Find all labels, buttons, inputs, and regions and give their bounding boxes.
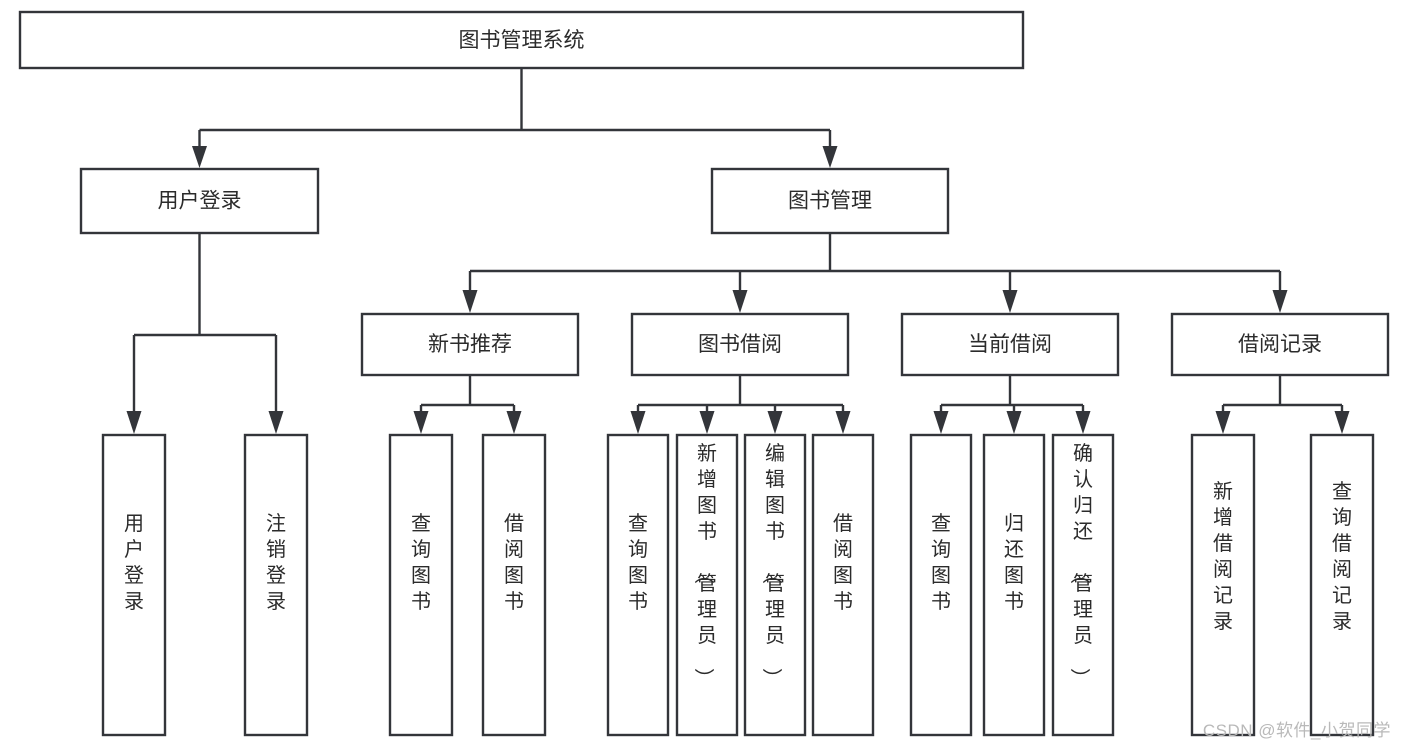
arrow-root-to-login <box>192 146 207 168</box>
leaf-add-book-admin-box[interactable] <box>675 433 739 737</box>
node-root[interactable]: 图书管理系统 <box>18 10 1025 70</box>
leaf-borrow-book-box[interactable] <box>811 433 875 737</box>
leaf-query-book-current[interactable]: 查询图书 <box>909 433 973 737</box>
node-new-book-recommend[interactable]: 新书推荐 <box>360 312 580 377</box>
arrow-newbook-to-l2 <box>506 411 522 434</box>
leaf-add-book-admin[interactable]: 新增图书（管理员） <box>675 433 739 737</box>
leaf-borrow-book-label: 借阅图书 <box>833 512 853 613</box>
leaf-user-login-box[interactable] <box>101 433 167 737</box>
arrow-records-to-l1 <box>1215 411 1231 434</box>
arrow-login-to-leaf1 <box>126 411 142 434</box>
leaf-return-book-label: 归还图书 <box>1004 512 1024 613</box>
leaf-user-login[interactable]: 用户登录 <box>101 433 167 737</box>
leaf-query-book-recommend-box[interactable] <box>388 433 454 737</box>
node-user-login[interactable]: 用户登录 <box>79 167 320 235</box>
leaf-borrow-book-recommend-label: 借阅图书 <box>504 512 524 613</box>
leaf-query-book-recommend[interactable]: 查询图书 <box>388 433 454 737</box>
node-book-borrow-box[interactable] <box>630 312 850 377</box>
node-current-borrow-label: 当前借阅 <box>968 333 1052 356</box>
leaf-add-book-admin-label: 新增图书（管理员） <box>692 442 717 688</box>
node-book-management-box[interactable] <box>710 167 950 235</box>
leaf-add-borrow-record[interactable]: 新增借阅记录 <box>1190 433 1256 737</box>
node-book-borrow-label: 图书借阅 <box>698 333 782 356</box>
leaf-add-borrow-record-box[interactable] <box>1190 433 1256 737</box>
leaf-logout-label: 注销登录 <box>266 512 286 613</box>
leaf-edit-book-admin-box[interactable] <box>743 433 807 737</box>
leaf-confirm-return-admin[interactable]: 确认归还（管理员） <box>1051 433 1115 737</box>
leaf-user-login-label: 用户登录 <box>124 513 144 613</box>
arrow-current-to-l3 <box>1075 411 1091 434</box>
node-user-login-box[interactable] <box>79 167 320 235</box>
leaf-confirm-return-admin-label: 确认归还（管理员） <box>1068 442 1093 688</box>
leaf-query-book-borrow-label: 查询图书 <box>628 512 648 613</box>
connector-group-records <box>1215 375 1350 434</box>
node-book-management-label: 图书管理 <box>788 190 872 213</box>
arrow-borrow-to-l2 <box>699 411 715 434</box>
connector-group-root <box>192 68 838 168</box>
arrow-bookmgmt-to-c3 <box>1002 290 1018 313</box>
node-current-borrow-box[interactable] <box>900 312 1120 377</box>
leaf-borrow-book-recommend[interactable]: 借阅图书 <box>481 433 547 737</box>
connector-group-bookmgmt <box>462 233 1288 313</box>
leaf-edit-book-admin-label: 编辑图书（管理员） <box>760 442 785 688</box>
node-new-book-recommend-label: 新书推荐 <box>428 333 512 356</box>
arrow-borrow-to-l3 <box>767 411 783 434</box>
leaf-borrow-book[interactable]: 借阅图书 <box>811 433 875 737</box>
node-book-borrow[interactable]: 图书借阅 <box>630 312 850 377</box>
arrow-login-to-leaf2 <box>268 411 284 434</box>
connector-group-borrow <box>630 375 851 434</box>
node-user-login-label: 用户登录 <box>158 190 242 213</box>
leaf-query-book-borrow-box[interactable] <box>606 433 670 737</box>
leaf-add-borrow-record-label: 新增借阅记录 <box>1213 480 1233 633</box>
node-new-book-recommend-box[interactable] <box>360 312 580 377</box>
node-current-borrow[interactable]: 当前借阅 <box>900 312 1120 377</box>
arrow-newbook-to-l1 <box>413 411 429 434</box>
connector-group-newbook <box>413 375 522 434</box>
arrow-bookmgmt-to-c2 <box>732 290 748 313</box>
leaf-logout[interactable]: 注销登录 <box>243 433 309 737</box>
arrow-bookmgmt-to-c1 <box>462 290 478 313</box>
node-borrow-records[interactable]: 借阅记录 <box>1170 312 1390 377</box>
leaf-query-book-recommend-label: 查询图书 <box>411 512 431 613</box>
leaf-query-book-current-box[interactable] <box>909 433 973 737</box>
connector-group-current <box>933 375 1091 434</box>
connector-group-login <box>126 233 284 434</box>
arrow-root-to-bookmgmt <box>822 146 838 168</box>
leaf-logout-box[interactable] <box>243 433 309 737</box>
node-borrow-records-label: 借阅记录 <box>1238 333 1322 356</box>
arrow-bookmgmt-to-c4 <box>1272 290 1288 313</box>
node-root-box[interactable] <box>18 10 1025 70</box>
leaf-borrow-book-recommend-box[interactable] <box>481 433 547 737</box>
arrow-current-to-l2 <box>1006 411 1022 434</box>
leaf-confirm-return-admin-box[interactable] <box>1051 433 1115 737</box>
arrow-current-to-l1 <box>933 411 949 434</box>
node-borrow-records-box[interactable] <box>1170 312 1390 377</box>
arrow-borrow-to-l1 <box>630 411 646 434</box>
arrow-records-to-l2 <box>1334 411 1350 434</box>
leaf-return-book-box[interactable] <box>982 433 1046 737</box>
leaf-query-borrow-record[interactable]: 查询借阅记录 <box>1309 433 1375 737</box>
leaf-return-book[interactable]: 归还图书 <box>982 433 1046 737</box>
leaf-query-borrow-record-box[interactable] <box>1309 433 1375 737</box>
leaf-query-book-current-label: 查询图书 <box>931 512 951 613</box>
leaf-edit-book-admin[interactable]: 编辑图书（管理员） <box>743 433 807 737</box>
arrow-borrow-to-l4 <box>835 411 851 434</box>
csdn-watermark: CSDN @软件_小贺同学 <box>1202 721 1391 740</box>
leaf-query-book-borrow[interactable]: 查询图书 <box>606 433 670 737</box>
leaf-query-borrow-record-label: 查询借阅记录 <box>1332 480 1352 633</box>
node-book-management[interactable]: 图书管理 <box>710 167 950 235</box>
node-root-label: 图书管理系统 <box>459 29 585 52</box>
